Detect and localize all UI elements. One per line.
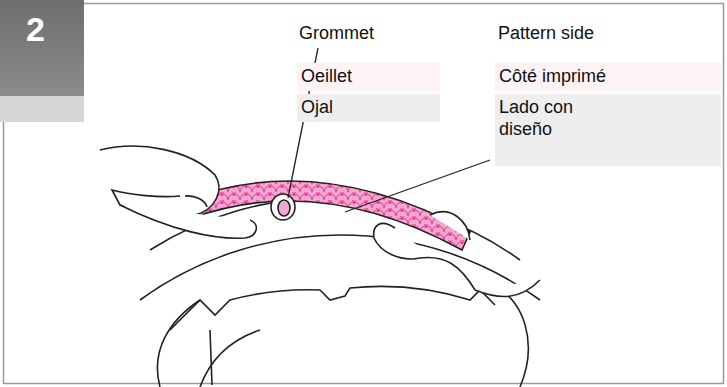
part-name: Pattern side	[498, 22, 594, 44]
spanish-label-box: Lado con diseño	[495, 94, 721, 166]
part-name: Grommet	[299, 22, 374, 44]
step-number: 2	[26, 10, 84, 48]
hands	[100, 146, 540, 296]
translated-label: Lado con diseño	[499, 96, 619, 140]
translated-label: Ojal	[301, 96, 436, 118]
frame-border	[4, 4, 724, 384]
leader-lines	[288, 48, 490, 212]
french-label-box: Oeillet	[297, 63, 440, 91]
pattern-side-leader	[345, 160, 490, 212]
spanish-label-box: Ojal	[297, 94, 440, 122]
step-number-box: 2	[0, 0, 84, 96]
step-tab-shadow	[0, 96, 84, 122]
translated-label: Côté imprimé	[499, 65, 717, 87]
translated-label: Oeillet	[301, 65, 436, 87]
french-label-box: Côté imprimé	[495, 63, 721, 91]
pattern-band	[185, 181, 470, 250]
grommet	[271, 194, 295, 220]
